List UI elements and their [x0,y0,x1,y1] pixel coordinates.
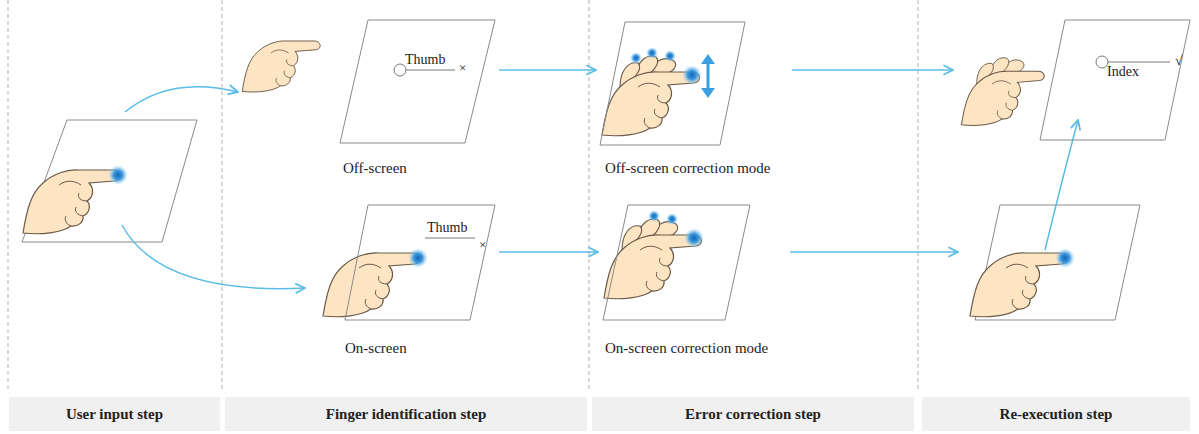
step-band: User input step [9,397,220,431]
step-band: Finger identification step [225,397,587,431]
step-label: Error correction step [679,406,827,423]
tablet-panel: Index √ [955,15,1190,185]
section-dividers [8,0,918,392]
hand-illustration [242,41,320,92]
hands [23,41,1067,317]
label-line [406,70,455,71]
step-band: Error correction step [592,397,914,431]
touch-glow [630,52,642,64]
tablet-outline [242,15,497,185]
flow-arrows [122,87,1078,289]
touch-glows [108,47,1075,268]
label-guides [394,56,1170,238]
finger-label: Thumb [405,52,445,67]
tablet-outline [598,15,790,185]
divider-line [222,0,223,392]
status-mark: × [459,61,466,75]
slide-arrow-head [701,88,715,98]
touch-glow [682,65,702,85]
divider-line [918,0,919,392]
touch-glow [408,248,428,268]
step-label: Re-execution step [994,406,1119,423]
flow-arrow [499,251,598,253]
tablet-panel: Thumb × Off-screen [242,15,497,185]
touch-glow [664,50,676,62]
status-mark: × [479,238,486,252]
hand-illustration [23,170,120,234]
divider-line [8,0,9,392]
step-label: Finger identification step [320,406,493,423]
tablet-outline [955,15,1190,185]
slide-arrow-head [701,54,715,64]
touch-glow [1055,248,1075,268]
label-line [1108,62,1170,63]
tablet-panel: Off-screen correction mode [598,15,790,185]
hand-illustration [323,253,420,317]
finger-label: Index [1107,64,1139,79]
tablet-screen [1040,20,1190,140]
caption: Off-screen correction mode [605,160,770,177]
touch-glow [684,228,704,248]
flow-arrow [499,69,596,71]
caption: On-screen correction mode [605,340,768,357]
flow-arrow [125,87,238,112]
tablet-screen [603,205,750,320]
tablet-panel: Thumb × On-screen [320,200,497,370]
tablet-screen [22,120,197,242]
step-band: Re-execution step [922,397,1190,431]
flow-arrow [790,251,958,253]
slide-indicator [701,54,715,98]
touch-glow [666,213,678,225]
flow-arrow [792,69,953,71]
tablet-screen [340,20,495,143]
tablet-screen [600,22,745,145]
tablet-screen [345,205,495,320]
touch-marker [1096,56,1108,68]
caption: On-screen [345,340,407,357]
touch-glow [108,165,128,185]
status-mark: √ [1175,53,1183,68]
slide-arrow [707,62,710,90]
label-line [425,238,475,239]
hand-illustration [970,253,1067,317]
touch-glow [646,47,658,59]
caption: Off-screen [343,160,407,177]
tablet-panel: On-screen correction mode [600,200,755,370]
step-label: User input step [60,406,169,423]
touch-marker [394,64,406,76]
divider-line [589,0,590,392]
hand-illustration [961,71,1044,125]
finger-label: Thumb [427,220,467,235]
flow-arrow [122,225,305,289]
touch-glow [648,210,660,222]
